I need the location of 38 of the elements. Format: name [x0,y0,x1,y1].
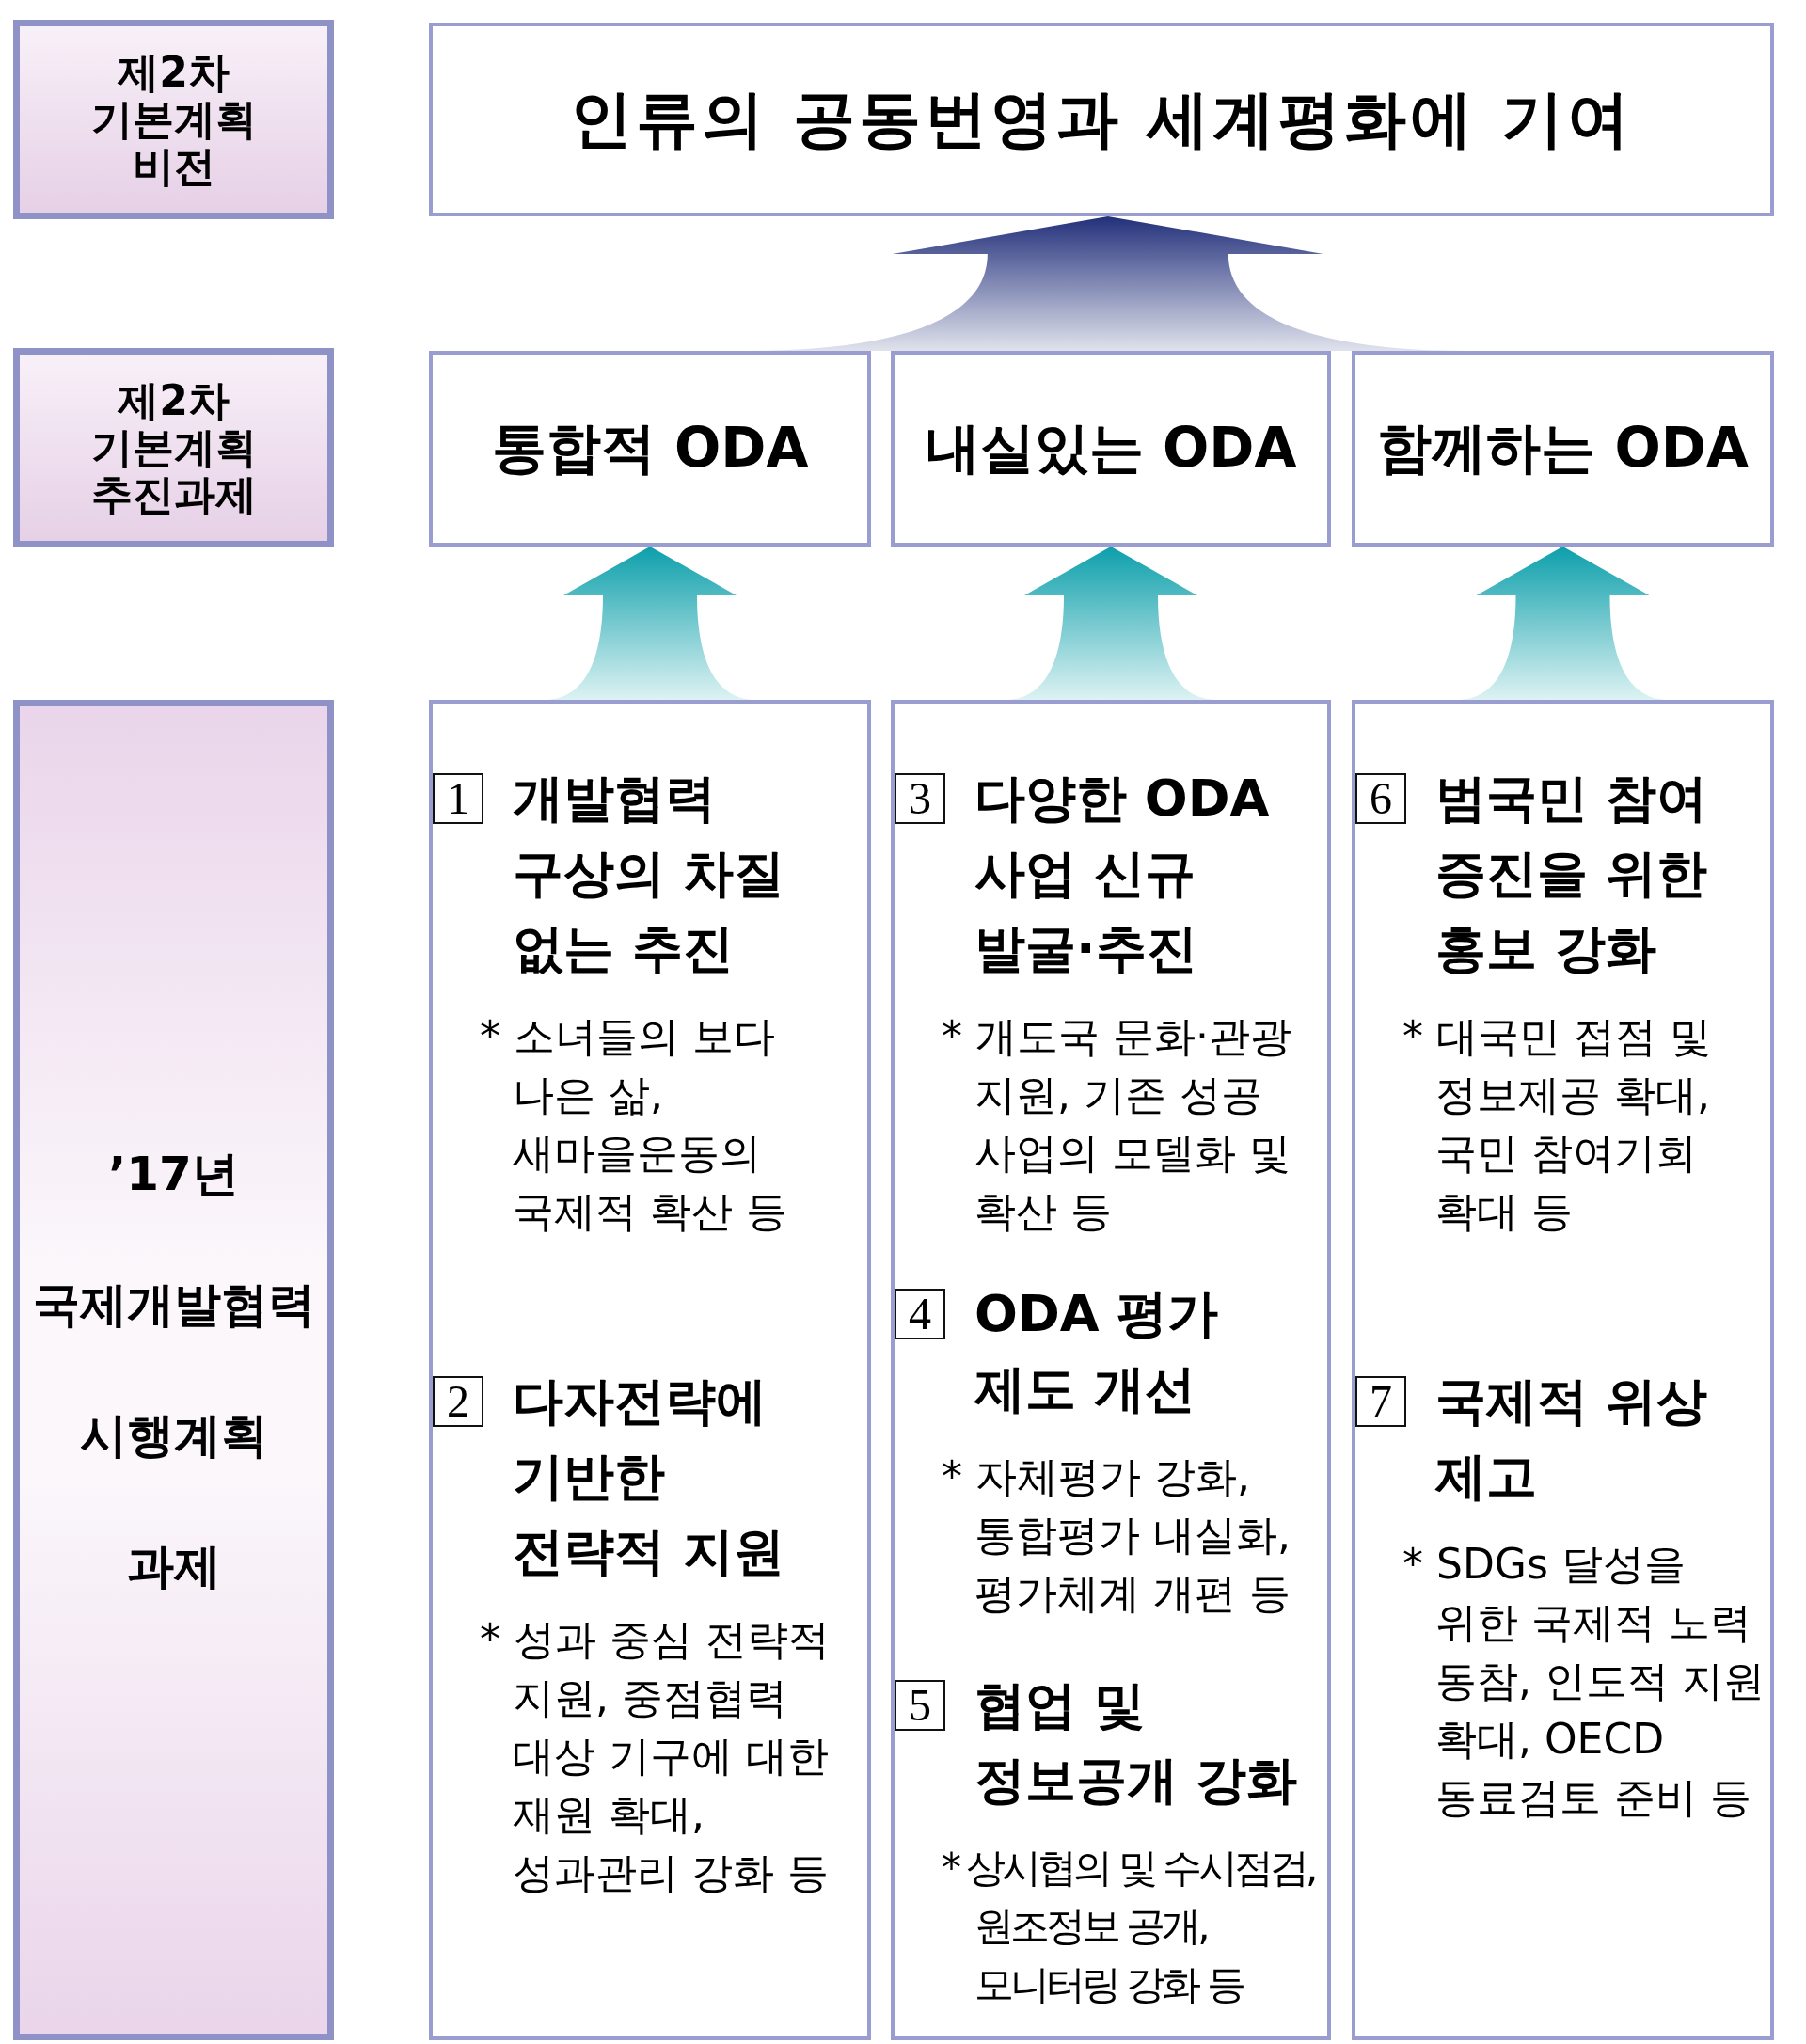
task-heading: 개발협력 구상의 차질 없는 추진 [513,768,785,980]
strategy-title: 내실있는 ODA [925,416,1297,482]
task-detail: * 상시협의 및 수시점검, 원조정보 공개, 모니터링 강화 등 [942,1844,1316,2009]
task-detail: * 개도국 문화·관광 지원, 기존 성공 사업의 모델화 및 확산 등 [942,1011,1292,1237]
item-number: 6 [1355,773,1406,824]
row-label: 제2차 기본계획 추진과제 [89,377,258,518]
vision-statement: 인류의 공동번영과 세계평화에 기여 [569,82,1634,157]
item-number: 3 [895,773,945,824]
item-number: 2 [433,1376,483,1427]
row-label-panel [13,348,334,547]
task-detail: * 자체평가 강화, 통합평가 내실화, 평가체계 개편 등 [942,1451,1291,1619]
task-heading: 국제적 위상 제고 [1435,1371,1708,1508]
row-label: 제2차 기본계획 비전 [89,49,258,190]
task-heading: ODA 평가 제도 개선 [974,1283,1220,1420]
task-column [891,700,1331,2040]
task-heading: 범국민 참여 증진을 위한 홍보 강화 [1435,768,1708,980]
strategy-box [891,351,1331,547]
item-number: 1 [433,773,483,824]
strategy-title: 통합적 ODA [491,416,809,482]
task-detail: * 소녀들의 보다 나은 삶, 새마을운동의 국제적 확산 등 [480,1011,788,1237]
item-number: 5 [895,1680,945,1731]
row-label-panel [13,700,334,2040]
task-column [429,700,871,2040]
task-detail: * 대국민 접점 및 정보제공 확대, 국민 참여기회 확대 등 [1402,1011,1712,1237]
vision-box [429,23,1774,216]
task-detail: * SDGs 달성을 위한 국제적 노력 동참, 인도적 지원 확대, OECD 동료검토 준비 등 [1402,1539,1766,1823]
item-number: 4 [895,1289,945,1339]
strategy-title: 함께하는 ODA [1377,416,1749,482]
task-detail: * 성과 중심 전략적 지원, 중점협력 대상 기구에 대한 재원 확대, 성과관리 강화 등 [480,1614,831,1898]
row-label: ’17년 국제개발협력 시행계획 과제 [31,1145,316,1595]
task-column [1352,700,1774,2040]
row-label-panel [13,20,334,219]
task-heading: 협업 및 정보공개 강화 [974,1674,1298,1812]
task-heading: 다양한 ODA 사업 신규 발굴·추진 [974,768,1271,980]
strategy-box [1352,351,1774,547]
item-number: 7 [1355,1376,1406,1427]
strategy-box [429,351,871,547]
task-heading: 다자전략에 기반한 전략적 지원 [513,1371,785,1583]
